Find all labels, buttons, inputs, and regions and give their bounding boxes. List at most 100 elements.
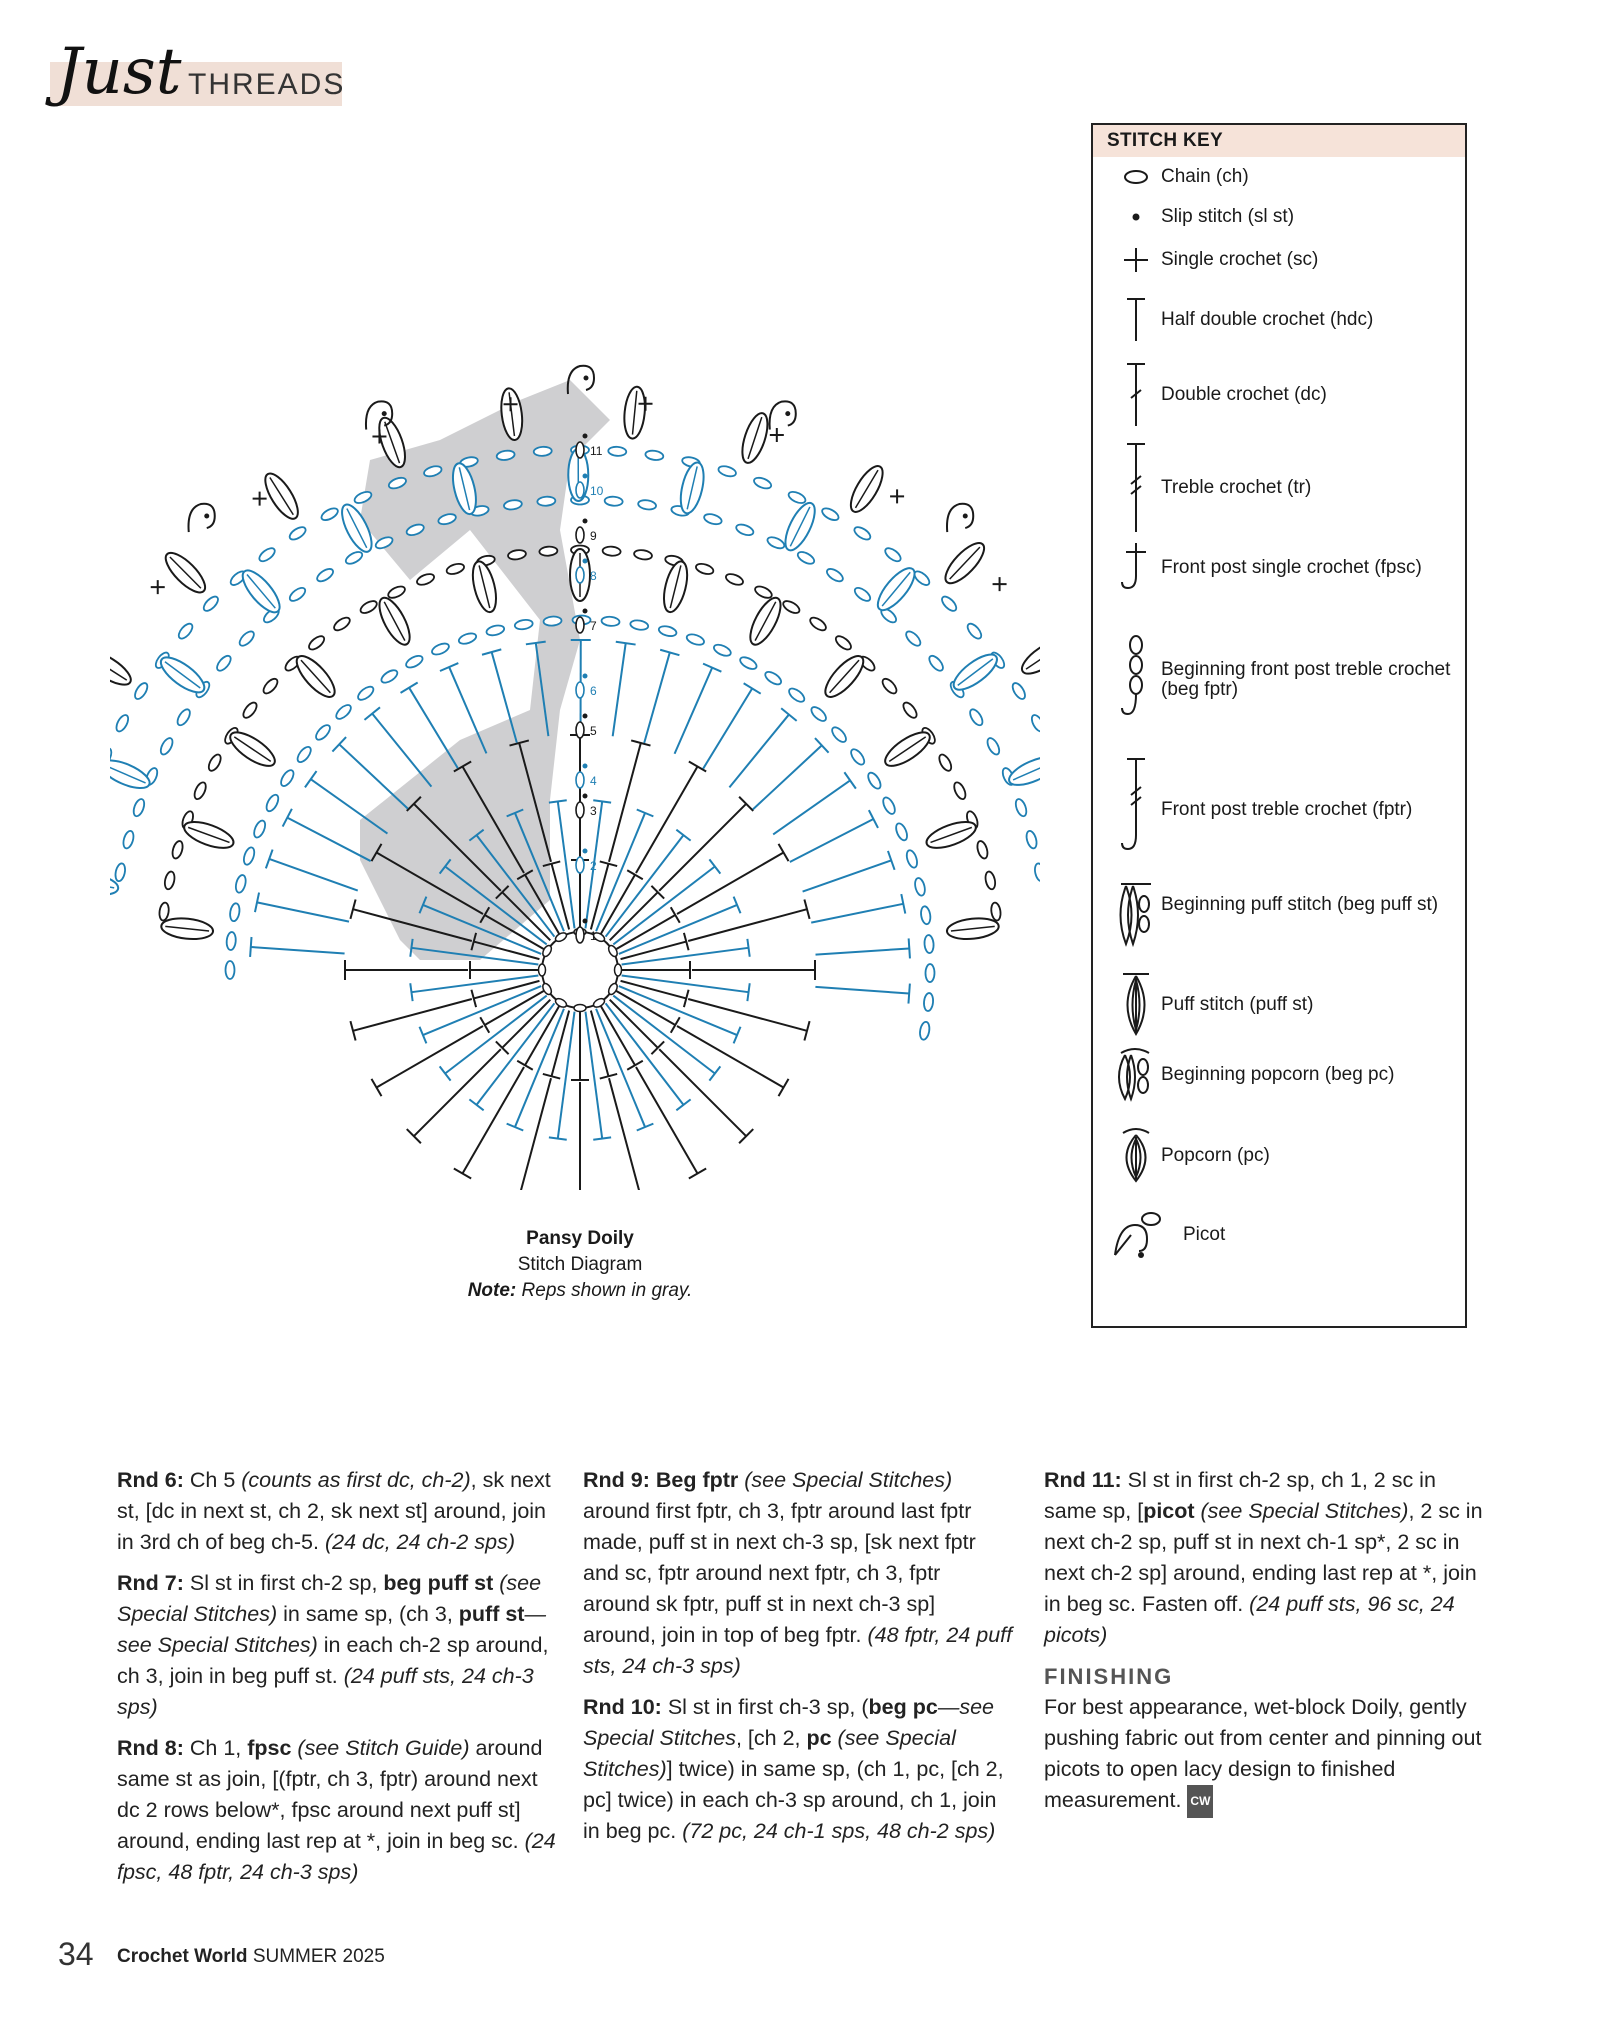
stitch-post xyxy=(622,948,749,965)
chain-mark xyxy=(541,944,553,958)
chain-mark xyxy=(592,997,606,1009)
chain-mark xyxy=(261,676,280,695)
chain-mark xyxy=(920,906,932,925)
picot-mark xyxy=(947,504,973,532)
stitch-top xyxy=(283,809,292,827)
chain-mark xyxy=(608,446,627,456)
chain-mark xyxy=(554,997,568,1009)
stitch-post xyxy=(585,1012,602,1139)
round-label-1: 1 xyxy=(590,929,597,943)
chain-mark xyxy=(894,822,909,842)
chain-mark xyxy=(825,566,845,583)
chain-mark xyxy=(114,863,127,882)
rnd10-heading: Rnd 10: xyxy=(583,1695,662,1719)
chain-mark xyxy=(237,629,256,648)
chain-mark xyxy=(344,550,364,567)
chain-mark xyxy=(866,771,883,791)
join-dot xyxy=(583,714,588,719)
join-dot xyxy=(583,609,588,614)
key-item-label: Single crochet (sc) xyxy=(1161,250,1451,270)
chain-mark xyxy=(658,625,678,638)
key-item-label: Picot xyxy=(1183,1225,1473,1245)
stitch-post xyxy=(659,1049,746,1136)
chain-mark xyxy=(176,621,195,641)
chain-mark xyxy=(445,562,465,576)
puff-stitch-mark xyxy=(110,755,153,794)
round-label-9: 9 xyxy=(590,529,597,543)
stitch-post xyxy=(409,688,458,768)
chain-mark xyxy=(404,653,424,669)
chain-mark xyxy=(252,819,267,839)
stitch-post xyxy=(659,804,746,891)
stitch-top xyxy=(616,642,636,645)
chain-mark xyxy=(952,781,968,801)
chain-mark xyxy=(229,903,241,922)
chain-mark xyxy=(924,935,934,954)
key-item-label: Treble crochet (tr) xyxy=(1161,478,1451,498)
chain-mark xyxy=(883,546,903,564)
header-section-word: THREADS xyxy=(188,68,345,102)
stitch-post xyxy=(753,745,822,809)
round-label-7: 7 xyxy=(590,619,597,633)
round-label-11: 11 xyxy=(590,444,603,458)
stitch-top xyxy=(747,939,749,957)
treble-crochet-icon xyxy=(1111,440,1161,541)
round-label-5: 5 xyxy=(590,724,597,738)
header-script-word: Just xyxy=(56,40,181,104)
picot-dot xyxy=(785,411,790,416)
chain-mark xyxy=(630,619,649,631)
chain-mark xyxy=(226,961,235,979)
chain-mark xyxy=(359,599,379,616)
rnd11-heading: Rnd 11: xyxy=(1044,1468,1122,1492)
stitch-top xyxy=(469,1099,483,1110)
turning-chain-mark xyxy=(576,722,584,738)
stitch-top xyxy=(454,1169,471,1179)
stitch-post xyxy=(311,779,388,833)
stitch-top xyxy=(703,664,721,672)
sc-mark xyxy=(151,580,165,594)
key-item-label: Beginning popcorn (beg pc) xyxy=(1161,1065,1451,1085)
chain-mark xyxy=(724,572,744,587)
chain-mark xyxy=(554,931,568,943)
turning-chain-mark xyxy=(576,682,584,698)
rnd10-paragraph: Rnd 10: Sl st in first ch-3 sp, (beg pc—… xyxy=(583,1692,1013,1847)
caption-note: Note: Reps shown in gray. xyxy=(380,1278,780,1304)
chain-mark xyxy=(279,768,296,788)
chain-mark xyxy=(158,736,174,756)
turning-chain-mark xyxy=(576,857,584,873)
stitch-post xyxy=(675,668,713,754)
chain-mark xyxy=(717,464,737,478)
picot-mark xyxy=(770,401,796,429)
chain-mark xyxy=(533,446,552,456)
stitch-top xyxy=(593,1137,611,1139)
beginning-popcorn-icon xyxy=(1111,1045,1161,1110)
stitch-top xyxy=(480,1017,489,1033)
join-dot xyxy=(583,794,588,799)
stitch-top xyxy=(689,1169,706,1179)
chain-mark xyxy=(215,654,234,674)
page-number: 34 xyxy=(58,1936,94,1973)
chain-mark xyxy=(607,982,619,996)
chain-mark xyxy=(976,840,990,860)
chain-mark xyxy=(853,585,873,603)
stitch-post xyxy=(287,818,370,861)
stitch-post xyxy=(688,909,807,941)
sc-mark xyxy=(770,428,784,442)
finishing-paragraph: For best appearance, wet-block Doily, ge… xyxy=(1044,1692,1484,1818)
chain-mark xyxy=(712,642,732,658)
chain-icon xyxy=(1111,165,1161,194)
stitch-post xyxy=(411,975,538,992)
chain-mark xyxy=(226,932,236,951)
chain-mark xyxy=(242,846,256,866)
chain-mark xyxy=(1029,713,1040,733)
key-item-label: Puff stitch (puff st) xyxy=(1161,995,1451,1015)
key-item-label: Front post single crochet (fpsc) xyxy=(1161,558,1451,578)
stitch-post xyxy=(688,999,807,1031)
chain-mark xyxy=(703,512,723,526)
chain-mark xyxy=(923,993,934,1012)
chain-mark xyxy=(905,849,919,869)
chain-mark xyxy=(763,669,783,686)
chain-mark xyxy=(288,585,308,603)
chain-mark xyxy=(809,705,828,724)
stitch-post xyxy=(414,1049,501,1136)
